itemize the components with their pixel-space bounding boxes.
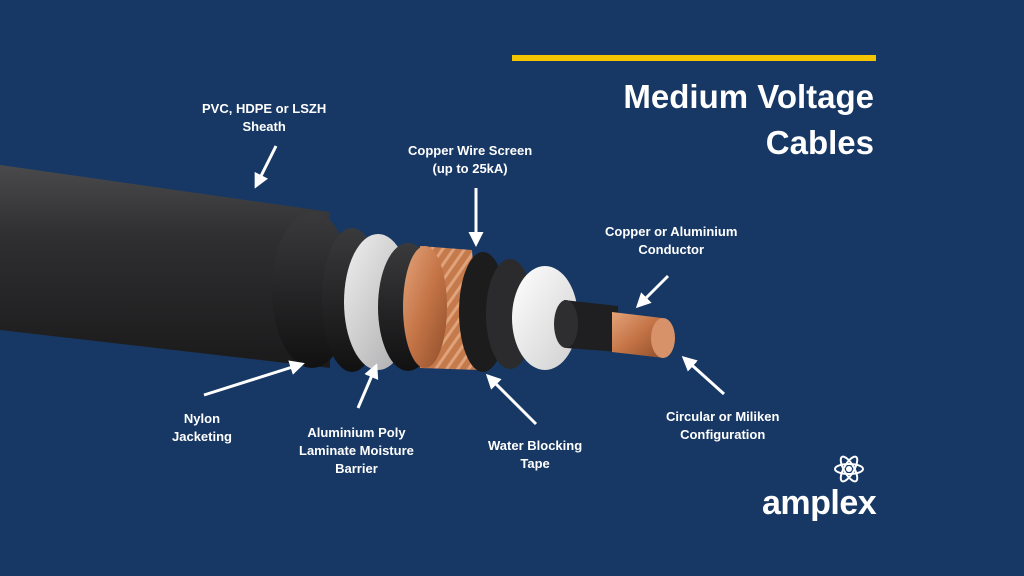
copper-wire-screen-face	[403, 246, 447, 368]
outer-sheath	[0, 165, 330, 368]
title-accent-bar	[512, 55, 876, 61]
label-sheath: PVC, HDPE or LSZH Sheath	[202, 101, 327, 134]
label-conductor: Copper or Aluminium Conductor	[605, 224, 738, 257]
arrow-sheath	[254, 145, 278, 189]
arrow-water-blocking	[485, 373, 538, 426]
conductor-screen-face	[554, 300, 578, 348]
conductor-end-face	[651, 318, 675, 358]
label-moisture-barrier: Aluminium Poly Laminate Moisture Barrier	[299, 425, 414, 476]
title-line-2: Cables	[765, 124, 874, 161]
arrow-moisture-barrier	[356, 363, 379, 409]
arrow-configuration	[681, 355, 726, 396]
label-nylon: Nylon Jacketing	[172, 411, 232, 444]
arrow-nylon	[203, 360, 305, 397]
label-water-blocking: Water Blocking Tape	[488, 438, 583, 471]
atom-icon	[834, 455, 864, 483]
title-line-1: Medium Voltage	[623, 78, 874, 115]
label-copper-screen: Copper Wire Screen (up to 25kA)	[408, 143, 533, 176]
copper-conductor	[612, 312, 664, 358]
arrow-conductor	[635, 274, 670, 309]
page-title: Medium Voltage Cables	[623, 74, 874, 166]
conductor-screen	[564, 300, 620, 352]
label-configuration: Circular or Miliken Configuration	[666, 409, 780, 442]
brand-wordmark: amplex	[762, 484, 877, 522]
